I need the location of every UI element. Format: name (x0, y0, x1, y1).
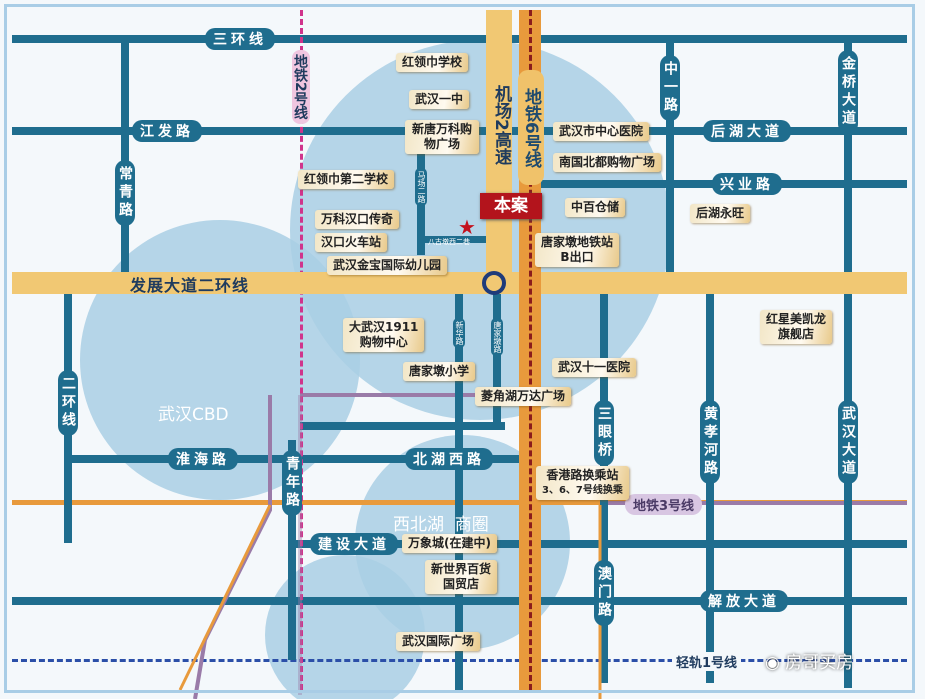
label-metro-3: 地铁3号线 (625, 494, 703, 515)
poi-text: 香港路换乘站 (546, 468, 619, 482)
metro-2-shadow (298, 395, 302, 695)
label-bagu: 八古墩西二巷 (428, 238, 470, 246)
label-sanyanqiao: 三眼桥 (594, 400, 614, 466)
watermark: ◉ 房哥买房 (765, 648, 853, 673)
label-airport: 机场2高速 (491, 85, 511, 165)
poi-houhu-aeon: 后湖永旺 (690, 204, 751, 223)
label-erhuan: 二环线 (58, 370, 78, 436)
label-jianshe: 建设大道 (310, 533, 398, 555)
poi-text: 购物中心 (359, 335, 408, 349)
label-fazhan: 发展大道二环线 (130, 276, 250, 295)
district-cbd: 武汉CBD (158, 405, 229, 425)
label-machang: 马场二路 (415, 168, 427, 206)
label-zhongyi: 中一路 (660, 55, 680, 121)
metro-7-line (300, 393, 515, 397)
road-airport-highway (486, 10, 512, 285)
poi-lingjiaohu-wanda: 菱角湖万达广场 (475, 387, 572, 406)
poi-redstar-macalline: 红星美凯龙旗舰店 (760, 310, 833, 344)
poi-text: 唐家墩地铁站 (541, 235, 614, 249)
road-fazhan-main (12, 272, 907, 294)
label-changqing: 常青路 (115, 160, 135, 226)
metro-3-line-purple (600, 501, 907, 505)
label-sanhuan: 三环线 (205, 28, 275, 50)
label-xinhua: 新华路 (453, 318, 465, 348)
road-segment (300, 422, 505, 430)
road-sanhuan (12, 35, 907, 43)
poi-xianggang-road-station: 香港路换乘站 3、6、7号线换乘 (536, 466, 629, 500)
poi-text: 旗舰店 (778, 327, 815, 341)
label-wuhandadao: 武汉大道 (838, 400, 858, 484)
poi-wuhan-plaza: 武汉国际广场 (396, 632, 481, 651)
poi-honglingjin-2nd-school: 红领巾第二学校 (298, 170, 395, 189)
label-huangxiaohe: 黄孝河路 (700, 400, 720, 484)
poi-nanguo-beidu: 南国北都购物广场 (553, 153, 662, 172)
label-houhu: 后湖大道 (703, 120, 791, 142)
label-jiefang: 解放大道 (700, 590, 788, 612)
label-metro-6: 地铁6号线 (518, 70, 544, 185)
label-metro-2: 地铁2号线 (292, 50, 310, 124)
label-tangjiadun: 唐家墩路 (491, 318, 503, 356)
poi-wuhan-no1-middle: 武汉一中 (409, 90, 470, 109)
poi-new-world: 新世界百货国贸店 (425, 560, 498, 594)
road-zhongyi (666, 38, 674, 283)
label-jiangfa: 江发路 (132, 120, 202, 142)
poi-text: B出口 (560, 250, 594, 264)
wechat-icon: ◉ (765, 653, 786, 673)
road-qingnian (288, 440, 296, 660)
label-aomen: 澳门路 (594, 560, 614, 626)
poi-text: 红星美凯龙 (766, 312, 827, 326)
district-xibeihu: 西北湖 商圈 (393, 515, 489, 535)
label-qingnian: 青年路 (282, 450, 302, 516)
star-icon: ★ (458, 215, 476, 239)
project-marker[interactable]: 本案 (480, 193, 542, 219)
road-bagu (417, 236, 497, 243)
poi-hankou-railway: 汉口火车站 (315, 233, 388, 252)
poi-vanke-hankou: 万科汉口传奇 (315, 210, 400, 229)
poi-mixc: 万象城(在建中) (402, 534, 497, 553)
poi-zhongbai: 中百仓储 (565, 198, 626, 217)
poi-tangjiadun-primary: 唐家墩小学 (403, 362, 476, 381)
label-jinqiao: 金桥大道 (838, 50, 858, 134)
poi-text: 国贸店 (443, 577, 480, 591)
road-tangjiadun (493, 290, 501, 430)
label-beihuxi: 北湖西路 (405, 448, 493, 470)
poi-text: 3、6、7号线换乘 (542, 485, 623, 496)
poi-honglingjin-school: 红领巾学校 (396, 53, 469, 72)
poi-xintang-vanke: 新唐万科购物广场 (405, 120, 479, 154)
metro-2-line (300, 10, 303, 690)
metro-6-dash (529, 10, 532, 690)
label-huaihai: 淮海路 (168, 448, 238, 470)
road-jinqiao (844, 38, 852, 688)
poi-jinbao-kindergarten: 武汉金宝国际幼儿园 (327, 256, 448, 275)
poi-no11-hospital: 武汉十一医院 (552, 358, 637, 377)
poi-text: 大武汉1911 (349, 320, 419, 334)
label-xingye: 兴业路 (712, 173, 782, 195)
label-light-rail-1: 轻轨1号线 (672, 652, 742, 671)
poi-central-hospital: 武汉市中心医院 (553, 122, 650, 141)
poi-text: 新世界百货 (431, 562, 492, 576)
tangjiadun-station-icon (482, 271, 506, 295)
road-xinhua (455, 290, 463, 690)
watermark-text: 房哥买房 (785, 653, 854, 673)
